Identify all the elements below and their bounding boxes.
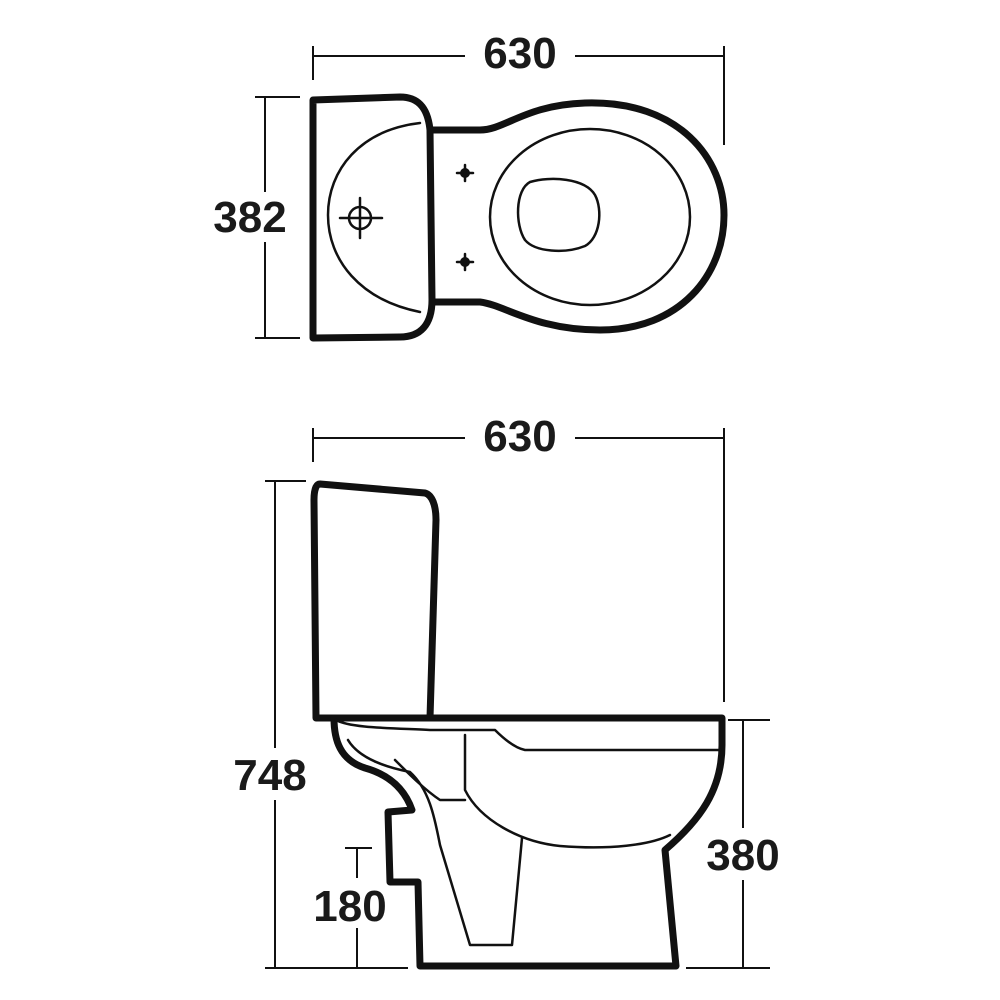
side-view: 630 748 180 380 bbox=[233, 412, 780, 970]
plan-bowl-outline bbox=[414, 99, 728, 334]
crosshair-icon bbox=[338, 196, 384, 240]
plan-width-dimension: 630 bbox=[312, 29, 725, 145]
pan-height-dimension: 380 bbox=[686, 719, 780, 969]
side-trapway bbox=[346, 738, 524, 947]
side-bowl-inner bbox=[463, 733, 672, 849]
side-trapway-inner bbox=[393, 758, 467, 802]
plan-view: 630 382 bbox=[213, 29, 728, 342]
overall-height-label: 748 bbox=[233, 751, 306, 800]
outlet-height-label: 180 bbox=[313, 882, 386, 931]
plan-depth-dimension: 382 bbox=[213, 96, 300, 339]
hinge-fixing-icon bbox=[455, 252, 475, 272]
plan-seat-opening bbox=[516, 177, 601, 252]
side-pan-outline bbox=[330, 714, 726, 970]
plan-width-label: 630 bbox=[483, 29, 556, 78]
plan-cistern-inner bbox=[326, 121, 422, 314]
plan-depth-label: 382 bbox=[213, 193, 286, 242]
side-width-dimension: 630 bbox=[312, 412, 725, 702]
side-width-label: 630 bbox=[483, 412, 556, 461]
overall-height-dimension: 748 bbox=[233, 480, 408, 969]
pan-height-label: 380 bbox=[706, 831, 779, 880]
outlet-height-dimension: 180 bbox=[313, 847, 387, 968]
plan-bowl-rim bbox=[488, 127, 692, 307]
side-cistern-outline bbox=[310, 480, 440, 722]
side-seat-line bbox=[334, 718, 722, 752]
hinge-fixing-icon bbox=[455, 163, 475, 183]
